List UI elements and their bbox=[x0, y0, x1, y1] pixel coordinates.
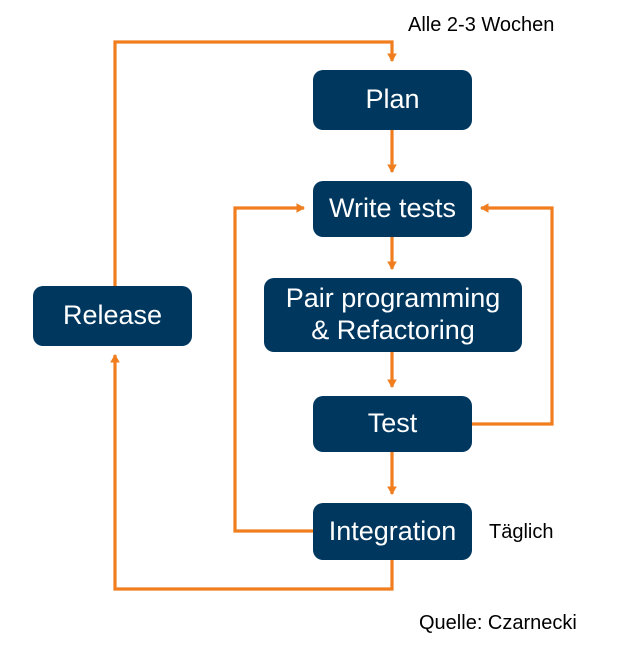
node-write-tests[interactable]: Write tests bbox=[313, 181, 472, 237]
node-release[interactable]: Release bbox=[33, 286, 192, 346]
node-plan-label: Plan bbox=[365, 84, 420, 115]
annotation-source: Quelle: Czarnecki bbox=[419, 612, 577, 634]
node-pair-programming-refactoring[interactable]: Pair programming & Refactoring bbox=[264, 278, 522, 352]
connector-integration-to-release bbox=[110, 354, 394, 591]
node-integration[interactable]: Integration bbox=[313, 503, 472, 560]
node-integration-label: Integration bbox=[328, 515, 457, 546]
node-release-label: Release bbox=[62, 300, 163, 331]
connector-release-to-plan bbox=[113, 40, 397, 286]
node-pair-programming-refactoring-label: Pair programming & Refactoring bbox=[285, 283, 501, 345]
node-test[interactable]: Test bbox=[313, 396, 472, 452]
node-plan[interactable]: Plan bbox=[313, 70, 472, 130]
connector-test-back-to-write-tests bbox=[472, 203, 554, 426]
node-test-label: Test bbox=[367, 408, 418, 439]
connector-integration-back-to-write-tests bbox=[233, 203, 313, 533]
annotation-daily: Täglich bbox=[489, 521, 554, 543]
annotation-cadence: Alle 2-3 Wochen bbox=[408, 14, 555, 36]
node-write-tests-label: Write tests bbox=[328, 193, 457, 224]
